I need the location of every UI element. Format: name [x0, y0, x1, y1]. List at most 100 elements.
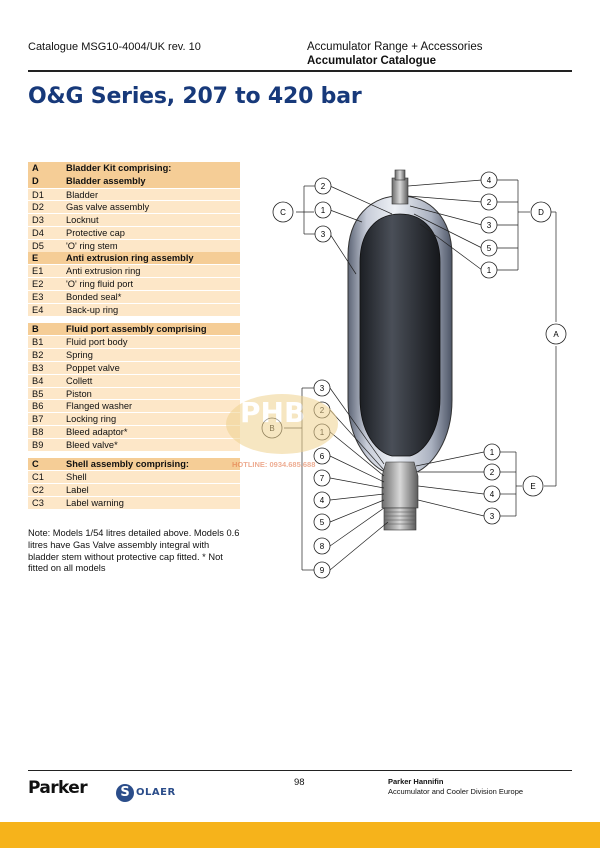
callout-c-1: 2 [321, 182, 326, 191]
part-code: B5 [32, 388, 44, 399]
part-code: B6 [32, 401, 44, 412]
shell [347, 195, 453, 475]
part-description: Bonded seal* [66, 291, 122, 302]
range-line: Accumulator Range + Accessories [307, 41, 483, 53]
callout-e-2: 2 [490, 468, 495, 477]
part-description: Bleed valve* [66, 439, 118, 450]
part-description: Flanged washer [66, 401, 133, 412]
part-code: E4 [32, 304, 44, 315]
parker-logo-text: Parker [28, 778, 88, 798]
callout-d-5: 1 [487, 266, 492, 275]
part-code: C1 [32, 472, 44, 483]
part-code: D [32, 175, 39, 186]
part-description: Bleed adaptor* [66, 426, 128, 437]
part-description: Back-up ring [66, 304, 119, 315]
callout-d-4: 5 [487, 244, 492, 253]
part-code: B8 [32, 426, 44, 437]
part-code: D2 [32, 202, 44, 213]
table-row: A Bladder Kit comprising: [28, 162, 240, 175]
table-row: E1 Anti extrusion ring [28, 264, 240, 278]
part-description: Protective cap [66, 227, 125, 238]
company-division: Accumulator and Cooler Division Europe [388, 787, 524, 796]
table-row: C Shell assembly comprising: [28, 457, 240, 471]
part-code: A [32, 163, 39, 173]
part-description: 'O' ring fluid port [66, 279, 134, 290]
header-rule [28, 70, 572, 72]
footer-bar [0, 822, 600, 848]
table-row: C3 Label warning [28, 495, 240, 509]
callout-d-2: 2 [487, 198, 492, 207]
table-gap [28, 316, 240, 323]
table-row: D4 Protective cap [28, 225, 240, 239]
callout-c-3: 3 [321, 230, 326, 239]
page-title: O&G Series, 207 to 420 bar [28, 84, 362, 109]
table-row: E3 Bonded seal* [28, 289, 240, 303]
table-row: C2 Label [28, 483, 240, 496]
callout-b-6: 4 [320, 496, 325, 505]
company-name: Parker Hannifin [388, 777, 444, 786]
watermark-brand: PHB [240, 396, 306, 429]
part-description: Anti extrusion ring [66, 266, 141, 277]
part-description: Shell assembly comprising: [66, 458, 189, 469]
part-description: Bladder assembly [66, 175, 146, 186]
part-code: E3 [32, 291, 44, 302]
table-row: B8 Bleed adaptor* [28, 424, 240, 438]
part-description: Piston [66, 388, 92, 399]
part-description: Label warning [66, 497, 124, 508]
group-label-d: D [538, 208, 544, 217]
callout-b-9: 9 [320, 566, 325, 575]
part-description: Fluid port body [66, 337, 128, 348]
olaer-logo-text: OLAER [136, 787, 176, 798]
catalogue-code: Catalogue MSG10-4004/UK rev. 10 [28, 41, 201, 53]
watermark-hotline: HOTLINE: 0934.685.688 [232, 460, 316, 469]
callout-e-4: 3 [490, 512, 495, 521]
callout-e-3: 4 [490, 490, 495, 499]
table-row: D5 'O' ring stem [28, 238, 240, 252]
part-code: C3 [32, 497, 44, 508]
part-description: Bladder Kit comprising: [66, 163, 172, 173]
table-row: E2'O' ring fluid port [28, 277, 240, 290]
callout-d-1: 4 [487, 176, 492, 185]
part-code: C [32, 458, 39, 469]
part-description: Locknut [66, 215, 99, 226]
table-row: B1 Fluid port body [28, 335, 240, 349]
group-label-c: C [280, 208, 286, 217]
table-row: B6 Flanged washer [28, 399, 240, 413]
table-row: D3 Locknut [28, 213, 240, 226]
callout-b-8: 8 [320, 542, 325, 551]
part-code: D1 [32, 189, 44, 200]
bladder [359, 213, 441, 457]
part-code: B1 [32, 337, 44, 348]
part-code: D4 [32, 227, 44, 238]
part-description: Anti extrusion ring assembly [66, 252, 194, 263]
table-gap [28, 451, 240, 458]
part-code: C2 [32, 485, 44, 496]
part-code: E1 [32, 266, 44, 277]
note-text: Note: Models 1/54 litres detailed above.… [28, 528, 240, 574]
table-row: C1 Shell [28, 470, 240, 484]
olaer-mark-icon: S [116, 784, 134, 802]
parker-logo: Parker [28, 778, 106, 804]
group-label-e: E [530, 482, 535, 491]
part-description: Shell [66, 472, 87, 483]
gas-valve-cap [394, 169, 406, 181]
part-description: Label [66, 485, 89, 496]
parts-table: A Bladder Kit comprising: D Bladder assembl… [28, 162, 240, 509]
part-code: B [32, 323, 39, 334]
callout-c-2: 1 [321, 206, 326, 215]
part-description: Fluid port assembly comprising [66, 323, 207, 334]
part-description: 'O' ring stem [66, 240, 118, 251]
table-row: D Bladder assembly [28, 174, 240, 188]
part-code: D5 [32, 240, 44, 251]
part-code: B2 [32, 350, 44, 361]
part-code: D3 [32, 215, 44, 226]
group-label-a: A [553, 330, 559, 339]
footer-rule [28, 770, 572, 771]
